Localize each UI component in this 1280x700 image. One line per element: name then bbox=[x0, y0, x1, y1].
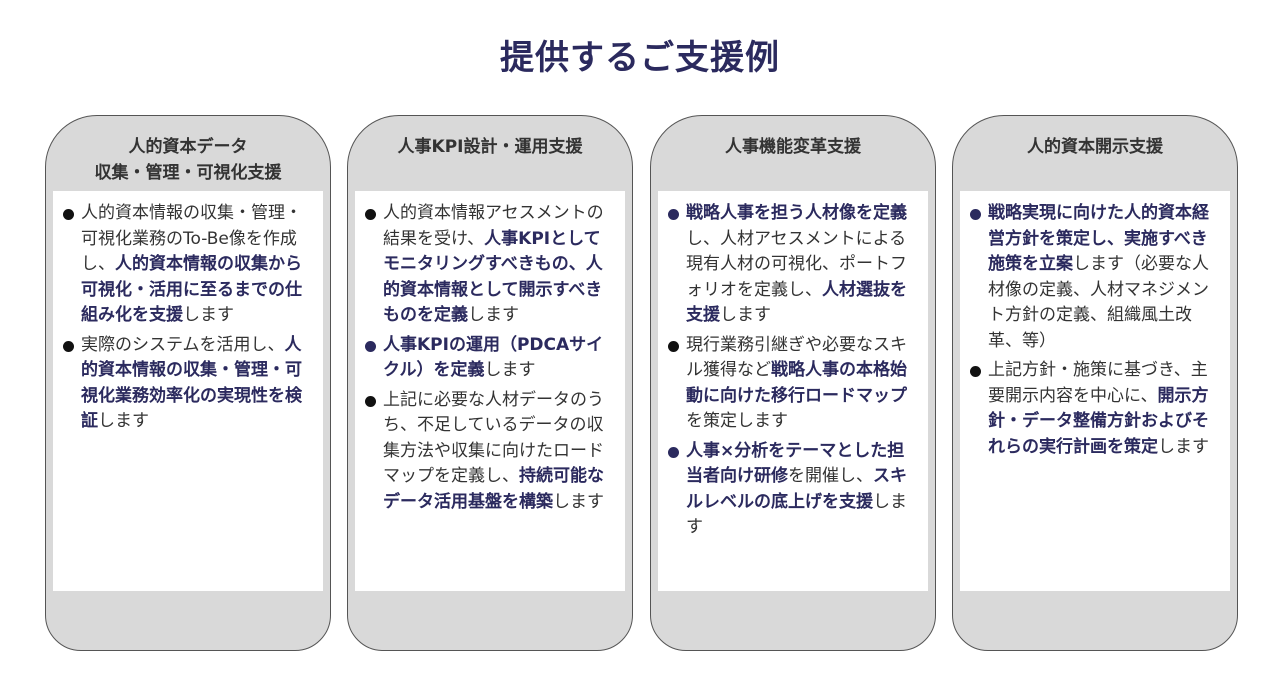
body-text: 上記方針・施策に基づき、主要開示内容を中心に、 bbox=[988, 360, 1208, 406]
body-text: します bbox=[686, 491, 907, 538]
body-text: を策定します bbox=[686, 411, 788, 431]
support-card: 人的資本データ収集・管理・可視化支援人的資本情報の収集・管理・可視化業務のTo-… bbox=[45, 115, 331, 651]
body-text: 上記に必要な人材データのうち、不足しているデータの収集方法や収集に向けたロードマ… bbox=[383, 389, 604, 487]
card-title: 人的資本データ収集・管理・可視化支援 bbox=[94, 137, 282, 183]
body-text: を開催し、 bbox=[788, 466, 873, 486]
body-text: します bbox=[468, 305, 519, 325]
body-text: します bbox=[1158, 436, 1209, 457]
bullet-item: 戦略人事を担う人材像を定義し、人材アセスメントによる現有人材の可視化、ポートフォ… bbox=[666, 201, 920, 329]
bullet-item: 実際のシステムを活用し、人的資本情報の収集・管理・可視化業務効率化の実現性を検証… bbox=[61, 333, 315, 435]
card-title: 人的資本開示支援 bbox=[1027, 137, 1163, 157]
body-text: します bbox=[183, 305, 234, 325]
bullet-dot-icon bbox=[365, 395, 376, 407]
emphasis-text: 開示方針・データ整備方針およびそれらの実行計画を策定 bbox=[988, 385, 1209, 457]
bullet-dot-icon bbox=[970, 366, 981, 377]
emphasis-text: スキルレベルの底上げを支援 bbox=[686, 466, 907, 512]
emphasis-text: 人事×分析をテーマとした担当者向け研修 bbox=[686, 440, 905, 487]
bullet-dot-icon bbox=[365, 209, 376, 220]
bullet-dot-icon bbox=[63, 209, 74, 220]
card-title: 人事機能変革支援 bbox=[725, 137, 861, 157]
emphasis-text: 人事KPIとしてモニタリングすべきもの、人的資本情報として開示すべきものを定義 bbox=[383, 228, 603, 326]
emphasis-text: 持続可能なデータ活用基盤を構築 bbox=[383, 466, 604, 512]
bullet-item: 現行業務引継ぎや必要なスキル獲得など戦略人事の本格始動に向けた移行ロードマップを… bbox=[666, 333, 920, 435]
bullet-item: 人事×分析をテーマとした担当者向け研修を開催し、スキルレベルの底上げを支援します bbox=[666, 439, 920, 541]
body-text: 実際のシステムを活用し、 bbox=[81, 334, 285, 355]
card-title: 人事KPI設計・運用支援 bbox=[397, 137, 583, 157]
emphasis-text: 人事KPIの運用（PDCAサイクル）を定義 bbox=[383, 334, 604, 381]
body-text: 現行業務引継ぎや必要なスキル獲得など bbox=[686, 334, 907, 381]
support-card: 人事KPI設計・運用支援人的資本情報アセスメントの結果を受け、人事KPIとしてモ… bbox=[347, 115, 633, 651]
bullet-dot-icon bbox=[63, 340, 74, 352]
page-title: 提供するご支援例 bbox=[500, 38, 780, 78]
bullet-item: 人事KPIの運用（PDCAサイクル）を定義します bbox=[363, 333, 617, 384]
emphasis-text: 戦略実現に向けた人的資本経営方針を策定し、実施すべき施策を立案 bbox=[988, 203, 1209, 274]
bullet-item: 上記方針・施策に基づき、主要開示内容を中心に、開示方針・データ整備方針およびそれ… bbox=[968, 358, 1222, 460]
bullet-item: 戦略実現に向けた人的資本経営方針を策定し、実施すべき施策を立案します（必要な人材… bbox=[968, 201, 1222, 354]
body-text: します（必要な人材像の定義、人材マネジメント方針の定義、組織風土改革、等） bbox=[988, 254, 1209, 351]
bullet-dot-icon bbox=[668, 446, 679, 458]
emphasis-text: 戦略人事を担う人材像を定義 bbox=[686, 203, 907, 223]
body-text: します bbox=[98, 411, 149, 431]
bullet-dot-icon bbox=[365, 340, 376, 352]
support-card: 人事機能変革支援戦略人事を担う人材像を定義し、人材アセスメントによる現有人材の可… bbox=[650, 115, 936, 651]
body-text: します bbox=[553, 491, 604, 512]
card-body: 人的資本情報の収集・管理・可視化業務のTo-Be像を作成し、人的資本情報の収集か… bbox=[53, 191, 323, 591]
body-text: します bbox=[484, 360, 536, 380]
card-body: 戦略人事を担う人材像を定義し、人材アセスメントによる現有人材の可視化、ポートフォ… bbox=[658, 191, 928, 591]
emphasis-text: 人的資本情報の収集から可視化・活用に至るまでの仕組み化を支援 bbox=[81, 254, 302, 325]
bullet-dot-icon bbox=[970, 209, 981, 220]
body-text: 人的資本情報アセスメントの結果を受け、 bbox=[383, 203, 604, 249]
bullet-dot-icon bbox=[668, 209, 679, 220]
body-text: 人的資本情報の収集・管理・可視化業務のTo-Be像を作成し、 bbox=[81, 203, 302, 274]
bullet-item: 人的資本情報アセスメントの結果を受け、人事KPIとしてモニタリングすべきもの、人… bbox=[363, 201, 617, 329]
body-text: します bbox=[720, 305, 771, 325]
emphasis-text: 人材選抜を支援 bbox=[686, 279, 907, 326]
card-body: 人的資本情報アセスメントの結果を受け、人事KPIとしてモニタリングすべきもの、人… bbox=[355, 191, 625, 591]
emphasis-text: 戦略人事の本格始動に向けた移行ロードマップ bbox=[686, 360, 907, 406]
card-body: 戦略実現に向けた人的資本経営方針を策定し、実施すべき施策を立案します（必要な人材… bbox=[960, 191, 1230, 591]
bullet-item: 人的資本情報の収集・管理・可視化業務のTo-Be像を作成し、人的資本情報の収集か… bbox=[61, 201, 315, 329]
emphasis-text: 人的資本情報の収集・管理・可視化業務効率化の実現性を検証 bbox=[81, 334, 302, 432]
support-card: 人的資本開示支援戦略実現に向けた人的資本経営方針を策定し、実施すべき施策を立案し… bbox=[952, 115, 1238, 651]
bullet-item: 上記に必要な人材データのうち、不足しているデータの収集方法や収集に向けたロードマ… bbox=[363, 388, 617, 516]
body-text: し、人材アセスメントによる現有人材の可視化、ポートフォリオを定義し、 bbox=[686, 228, 907, 300]
bullet-dot-icon bbox=[668, 340, 679, 352]
